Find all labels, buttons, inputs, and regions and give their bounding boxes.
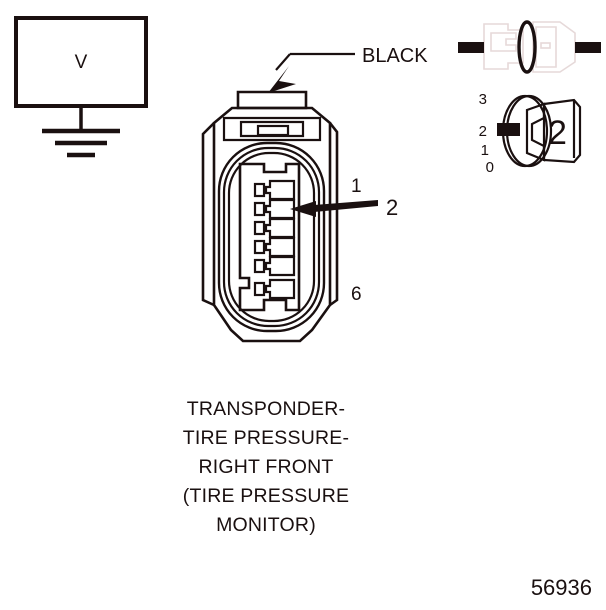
black-wire-leader: [268, 52, 355, 93]
cavity-4-terminal: [264, 236, 296, 258]
connector-latch-slot: [256, 124, 290, 137]
detail-scale-label-0: 0: [486, 159, 494, 176]
mated-left-body-outline: [483, 23, 524, 70]
caption-line-1: TRANSPONDER-: [187, 398, 345, 420]
voltmeter-symbol: [14, 16, 148, 158]
cavity-4-lock-window: [253, 239, 266, 255]
detail-scale-label-2: 2: [479, 123, 487, 140]
detail-scale-marker-position-2: [497, 123, 520, 136]
cavity-1-terminal: [264, 179, 296, 201]
terminal-cavity-5: [253, 255, 296, 277]
cavity-1-lock-window: [253, 182, 266, 198]
cavity-5-lock-window: [253, 258, 266, 274]
pin-1-label: 1: [351, 176, 362, 197]
cavity-5-terminal: [264, 255, 296, 277]
separation-step-detail: [497, 94, 582, 168]
pin-6-label: 6: [351, 284, 362, 305]
caption-line-4: (TIRE PRESSURE: [183, 485, 349, 507]
probe-callout-label: 2: [386, 195, 398, 220]
connector-latch-tab: [236, 90, 308, 110]
terminal-cavity-group: [253, 179, 296, 300]
terminal-carrier-face: [238, 162, 301, 312]
black-wire-label: BLACK: [362, 45, 428, 67]
cavity-2-lock-window: [253, 201, 266, 217]
callout-arrowhead: [290, 201, 316, 217]
cavity-3-lock-window: [253, 220, 266, 236]
terminal-cavity-3: [253, 217, 296, 239]
voltmeter-label: V: [75, 52, 88, 73]
pin-2-callout-arrow: [290, 200, 378, 217]
connector-top-ledge: [222, 116, 322, 142]
connector-seal-ring-inner: [227, 151, 316, 323]
mated-connector-detail: [458, 20, 601, 74]
mated-right-slot: [540, 42, 551, 49]
connector-assembly: [201, 90, 339, 343]
detail-notched-half: [525, 102, 546, 162]
connector-left-flange: [201, 122, 215, 307]
cavity-6-terminal: [264, 278, 296, 300]
connector-top-ledge-inner: [239, 120, 305, 138]
cavity-2-terminal: [264, 198, 296, 220]
mated-right-body-inner: [535, 26, 557, 68]
detail-number-label: 2: [548, 114, 567, 152]
caption-line-5: MONITOR): [216, 514, 316, 536]
connector-seal-ring-mid: [222, 146, 321, 328]
caption-line-3: RIGHT FRONT: [198, 456, 333, 478]
black-wire-arrowhead: [268, 66, 296, 93]
mated-left-body-inner: [490, 32, 517, 52]
mated-right-wire-stub: [575, 42, 601, 53]
cavity-3-terminal: [264, 217, 296, 239]
cavity-6-lock-window: [253, 281, 266, 297]
detail-scale-label-1: 1: [481, 142, 489, 159]
terminal-cavity-4: [253, 236, 296, 258]
callout-arrow-shaft: [314, 200, 378, 212]
caption-line-2: TIRE PRESSURE-: [183, 427, 349, 449]
figure-number: 56936: [531, 575, 592, 600]
terminal-cavity-1: [253, 179, 296, 201]
terminal-cavity-6: [253, 278, 296, 300]
connector-right-flange: [328, 122, 339, 307]
detail-scale-label-3: 3: [479, 91, 487, 108]
connector-outer-housing: [212, 106, 332, 343]
terminal-cavity-2: [253, 198, 296, 220]
leader-diagonal-segment: [275, 53, 291, 71]
mated-separation-highlight-oval: [517, 20, 537, 74]
mated-right-body-outline: [532, 21, 576, 73]
mated-left-wire-stub: [458, 42, 484, 53]
connector-seal-ring-outer: [217, 141, 326, 333]
